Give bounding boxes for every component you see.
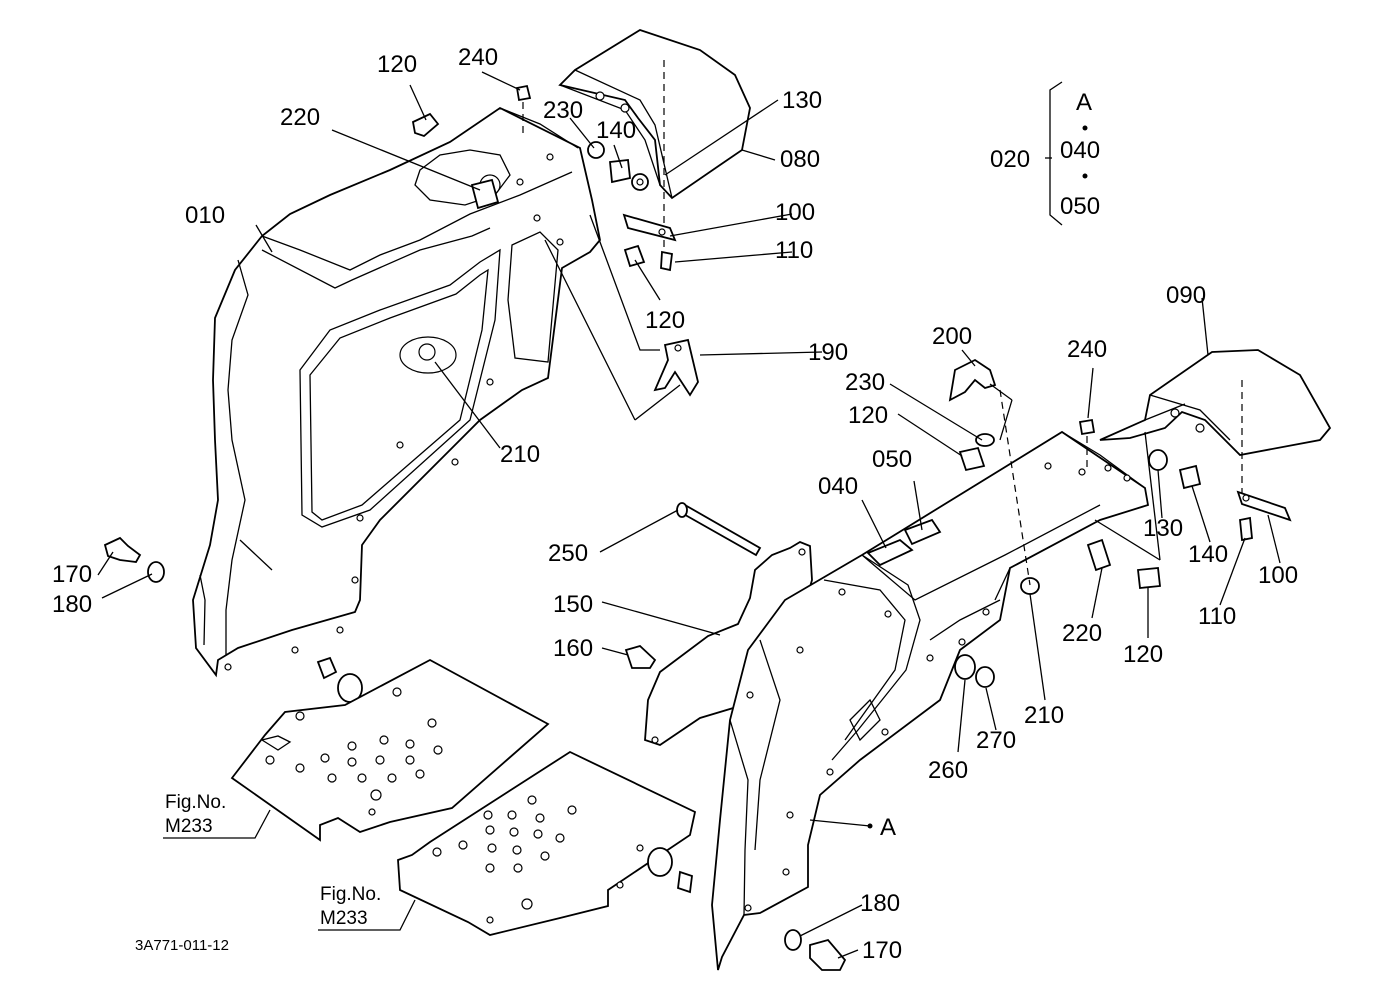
label-100: 100	[775, 199, 815, 226]
label-190: 190	[808, 339, 848, 366]
floor-plate-right	[397, 750, 697, 936]
label-200: 200	[932, 323, 972, 350]
label-A: A	[880, 814, 896, 841]
floor-plate-left	[230, 658, 550, 842]
part-labels: 010 120 240 220 230 140 130 080 100 110 …	[52, 44, 1298, 964]
bolt-160	[624, 644, 657, 669]
label-220: 220	[1062, 620, 1102, 647]
label-050: 050	[872, 446, 912, 473]
label-180: 180	[52, 591, 92, 618]
rod-250	[676, 502, 762, 557]
label-220: 220	[280, 104, 320, 131]
label-230: 230	[845, 369, 885, 396]
drawing-code: 3A771-011-12	[135, 937, 229, 954]
label-120: 120	[377, 51, 417, 78]
label-120: 120	[645, 307, 685, 334]
label-230: 230	[543, 97, 583, 124]
decal-050	[903, 518, 942, 546]
floor-plate-left-holes	[265, 687, 443, 816]
label-040: 040	[818, 473, 858, 500]
leader-lines	[97, 71, 1281, 959]
label-260: 260	[928, 757, 968, 784]
fig-ref-2-code: M233	[320, 908, 368, 929]
label-240: 240	[1067, 336, 1107, 363]
bolt-170-washer-180-right	[784, 929, 847, 971]
label-150: 150	[553, 591, 593, 618]
label-270: 270	[976, 727, 1016, 754]
group-bracket-020	[1045, 81, 1088, 226]
fasteners-right	[948, 358, 1253, 688]
label-090: 090	[1166, 282, 1206, 309]
label-130: 130	[782, 87, 822, 114]
label-110: 110	[1198, 603, 1236, 630]
fig-ref-2-title: Fig.No.	[320, 884, 381, 905]
bolt-170-washer-180-left	[103, 536, 165, 583]
label-010: 010	[185, 202, 225, 229]
cover-090	[1099, 349, 1332, 495]
bushings-left	[316, 656, 363, 703]
label-240: 240	[458, 44, 498, 71]
label-250: 250	[548, 540, 588, 567]
label-170: 170	[862, 937, 902, 964]
cover-080	[558, 29, 751, 255]
right-fender	[711, 430, 1150, 971]
label-210: 210	[1024, 702, 1064, 729]
label-140: 140	[1188, 541, 1228, 568]
label-120: 120	[1123, 641, 1163, 668]
left-fender-010	[192, 106, 601, 678]
floor-plate-right-holes	[432, 795, 644, 924]
fig-ref-1-title: Fig.No.	[165, 792, 226, 813]
bracket-190	[653, 338, 699, 397]
label-130: 130	[1143, 515, 1183, 542]
label-020: 020	[990, 146, 1030, 173]
decal-040	[866, 538, 914, 567]
label-160: 160	[553, 635, 593, 662]
label-A: A	[1076, 89, 1092, 116]
plate-100-right	[1236, 490, 1292, 522]
label-040: 040	[1060, 137, 1100, 164]
bushings-right	[647, 847, 693, 894]
plate-100-left	[622, 213, 677, 242]
label-050: 050	[1060, 193, 1100, 220]
fasteners-upper-left	[411, 84, 673, 272]
figure-references: Fig.No. M233 Fig.No. M233 3A771-011-12	[135, 792, 381, 954]
label-120: 120	[848, 402, 888, 429]
label-210: 210	[500, 441, 540, 468]
label-140: 140	[596, 117, 636, 144]
fig-ref-1-code: M233	[165, 816, 213, 837]
label-170: 170	[52, 561, 92, 588]
label-080: 080	[780, 146, 820, 173]
label-100: 100	[1258, 562, 1298, 589]
label-110: 110	[775, 237, 813, 264]
label-180: 180	[860, 890, 900, 917]
